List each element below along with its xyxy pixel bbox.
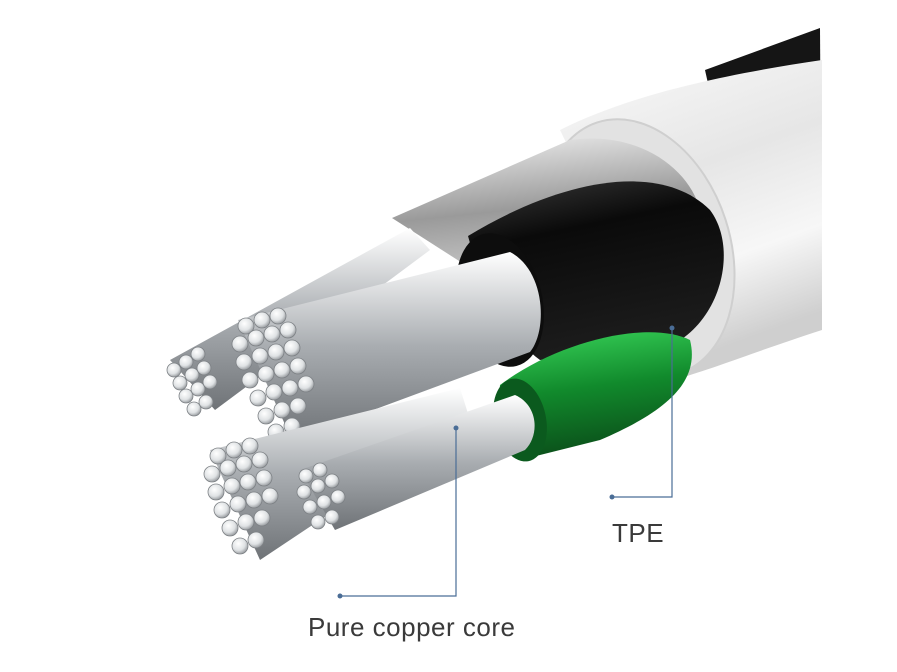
- tpe-leader-line: [609, 325, 675, 500]
- tpe-label: TPE: [612, 518, 665, 548]
- copper-leader-line: [337, 425, 459, 599]
- conductor-bundle-small-lower: [296, 395, 535, 530]
- pure-copper-core-label: Pure copper core: [308, 612, 516, 642]
- conductor-bundle-large-center: [231, 252, 541, 441]
